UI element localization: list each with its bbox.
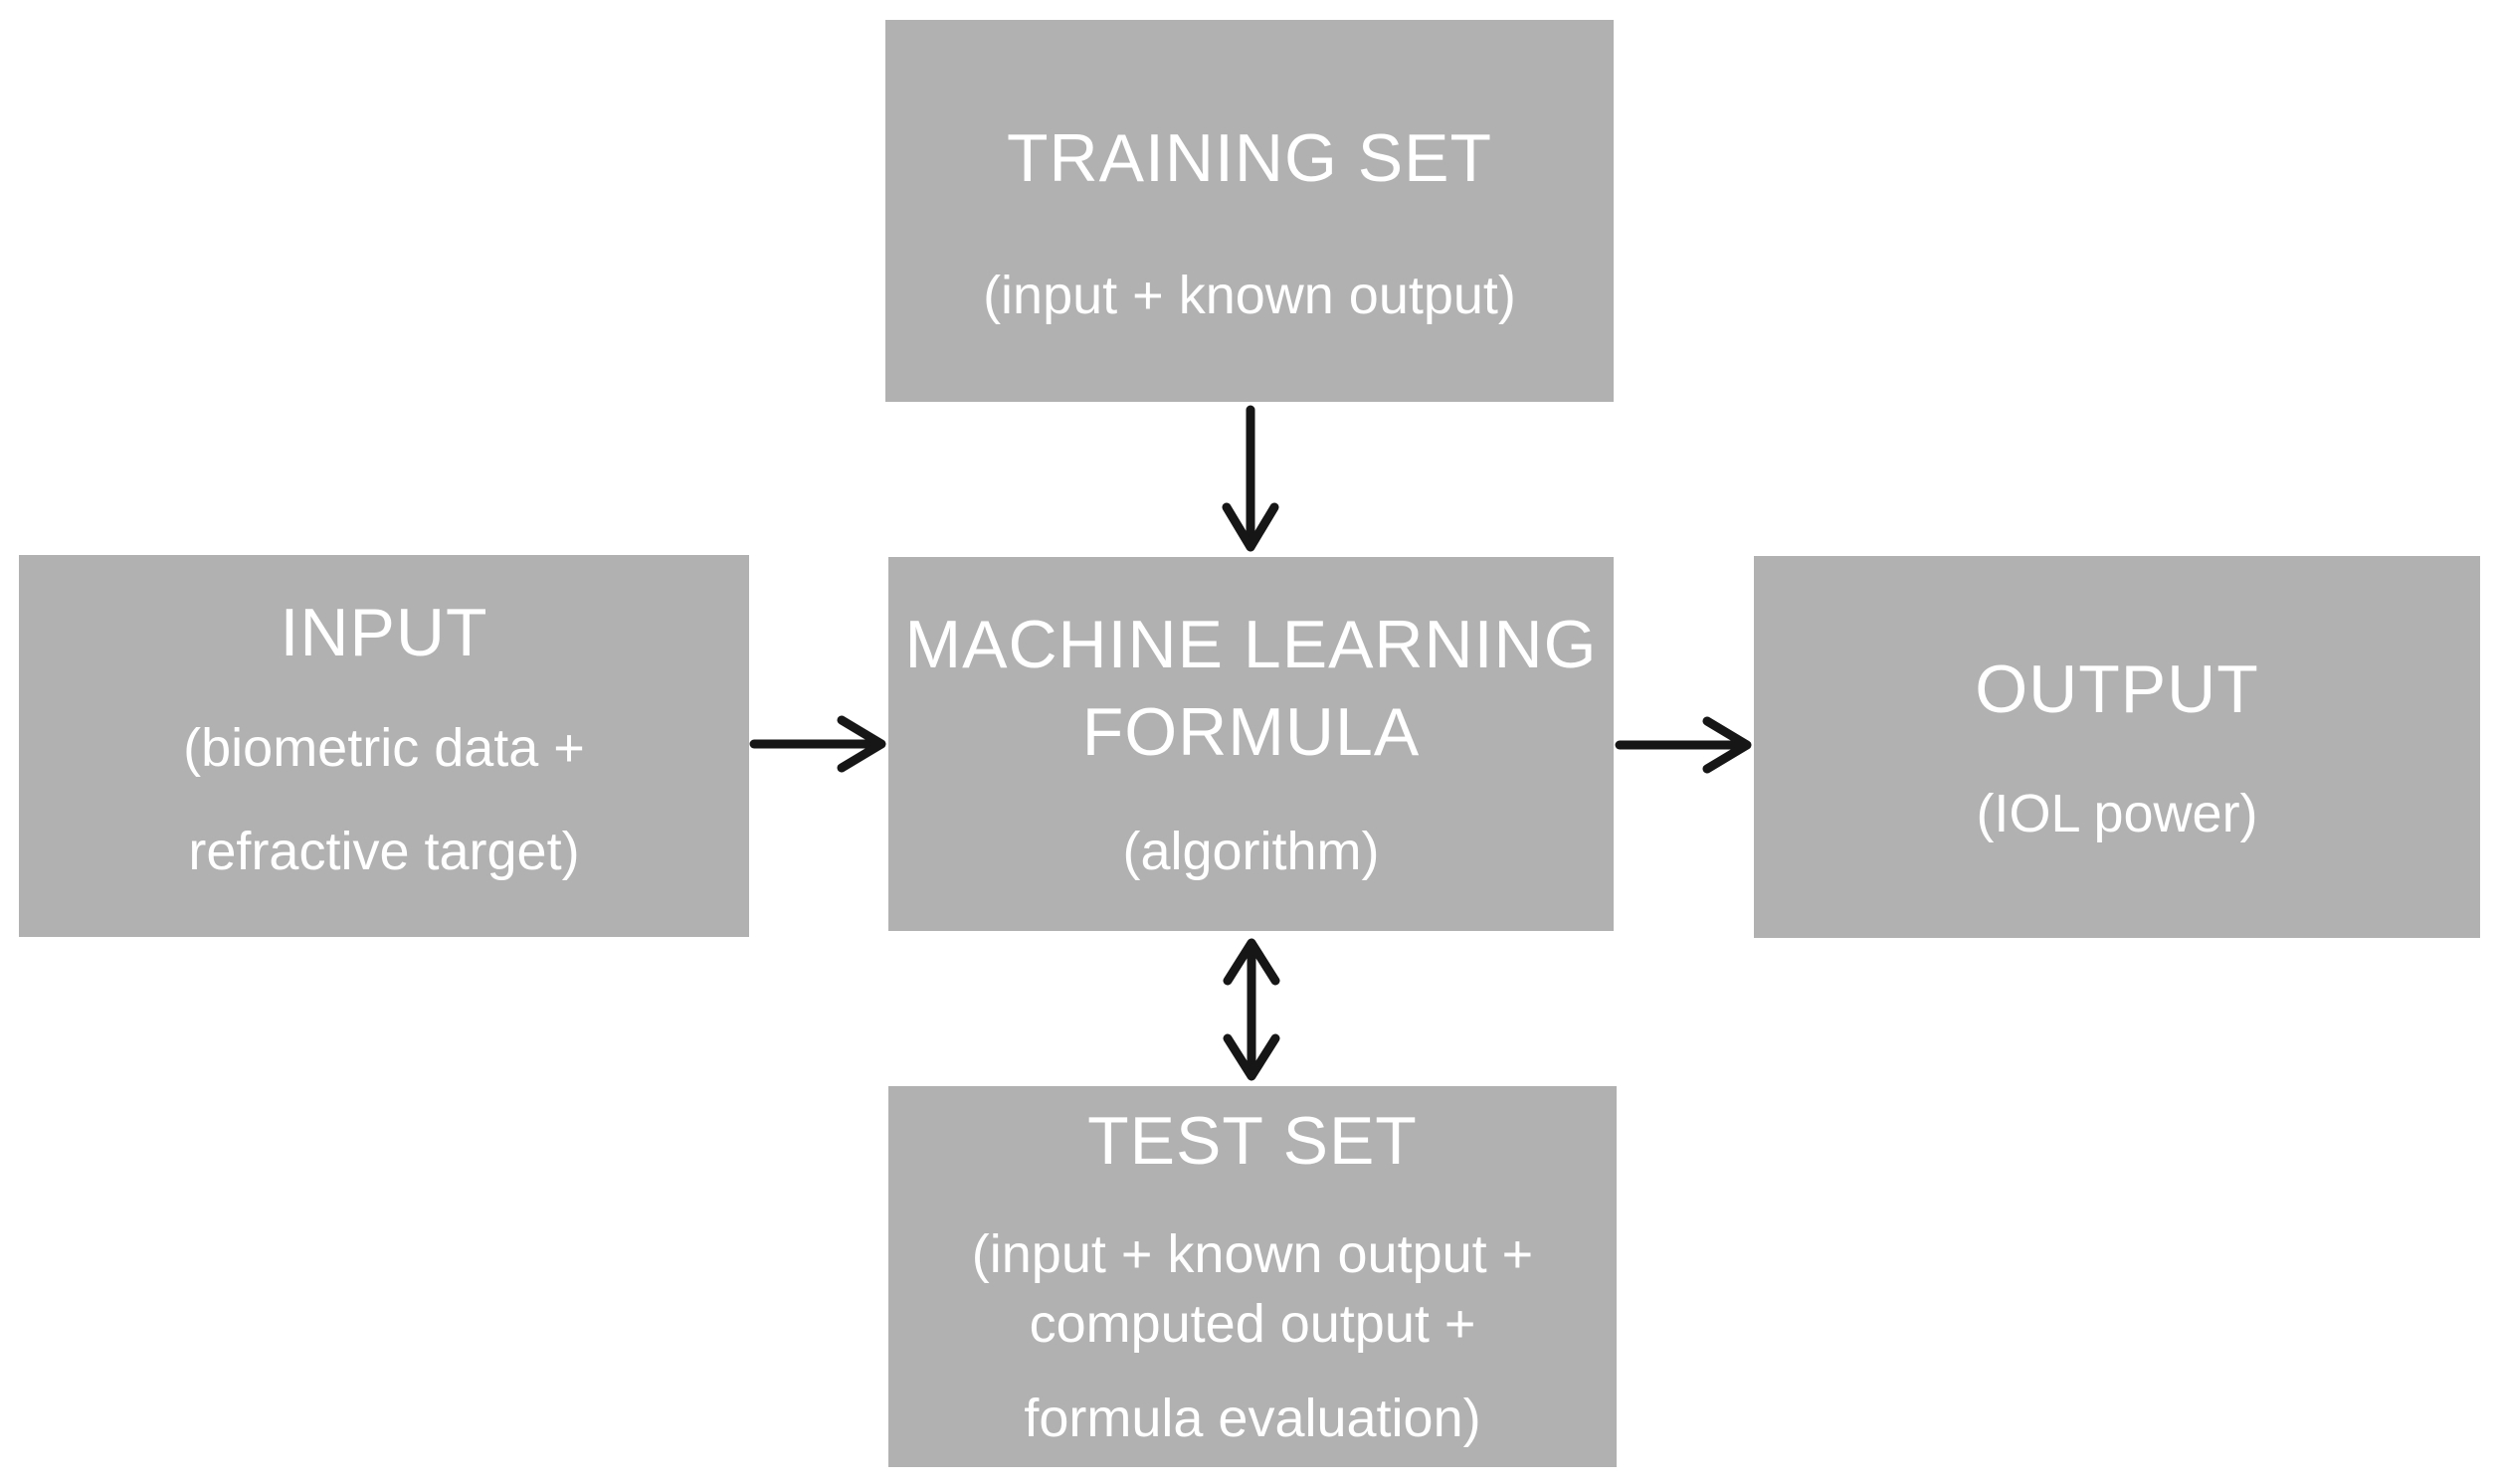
- node-training-set-subtitle: (input + known output): [983, 260, 1516, 331]
- title-line: MACHINE LEARNING: [904, 607, 1598, 682]
- title-line: TEST SET: [1087, 1103, 1418, 1179]
- subtitle-line: (algorithm): [1122, 822, 1380, 881]
- node-test-set: TEST SET (input + known output + compute…: [888, 1086, 1617, 1467]
- subtitle-line: (input + known output +: [971, 1224, 1534, 1284]
- title-line: FORMULA: [1081, 694, 1421, 770]
- node-training-set: TRAINING SET (input + known output): [885, 20, 1614, 402]
- node-output-subtitle: (IOL power): [1976, 778, 2257, 849]
- subtitle-line: computed output +: [1029, 1294, 1476, 1354]
- node-machine-learning-formula-title: MACHINE LEARNING FORMULA: [904, 601, 1597, 776]
- node-input-subtitle: (biometric data + refractive target): [183, 696, 585, 903]
- node-test-set-subtitle: (input + known output + computed output …: [972, 1219, 1533, 1453]
- node-machine-learning-formula: MACHINE LEARNING FORMULA (algorithm): [888, 557, 1614, 931]
- title-line: INPUT: [280, 595, 488, 670]
- arrow-input-to-formula-icon: [749, 715, 886, 773]
- subtitle-line: (biometric data +: [183, 718, 585, 778]
- title-line: OUTPUT: [1975, 650, 2259, 727]
- node-output: OUTPUT (IOL power): [1754, 556, 2480, 938]
- node-machine-learning-formula-subtitle: (algorithm): [1122, 816, 1379, 887]
- node-output-title: OUTPUT: [1975, 646, 2259, 733]
- node-input: INPUT (biometric data + refractive targe…: [19, 555, 749, 937]
- subtitle-line: (IOL power): [1976, 783, 2258, 843]
- arrow-formula-test-bidirectional-icon: [1223, 938, 1280, 1081]
- arrow-training-to-formula-icon: [1222, 405, 1279, 552]
- title-line: TRAINING SET: [1006, 120, 1493, 196]
- subtitle-line: (input + known output): [983, 266, 1516, 325]
- subtitle-line: formula evaluation): [1024, 1389, 1481, 1448]
- subtitle-line: refractive target): [188, 822, 580, 881]
- node-input-title: INPUT: [281, 589, 488, 676]
- arrow-formula-to-output-icon: [1615, 716, 1752, 774]
- node-training-set-title: TRAINING SET: [1007, 114, 1492, 202]
- node-test-set-title: TEST SET: [1087, 1097, 1418, 1185]
